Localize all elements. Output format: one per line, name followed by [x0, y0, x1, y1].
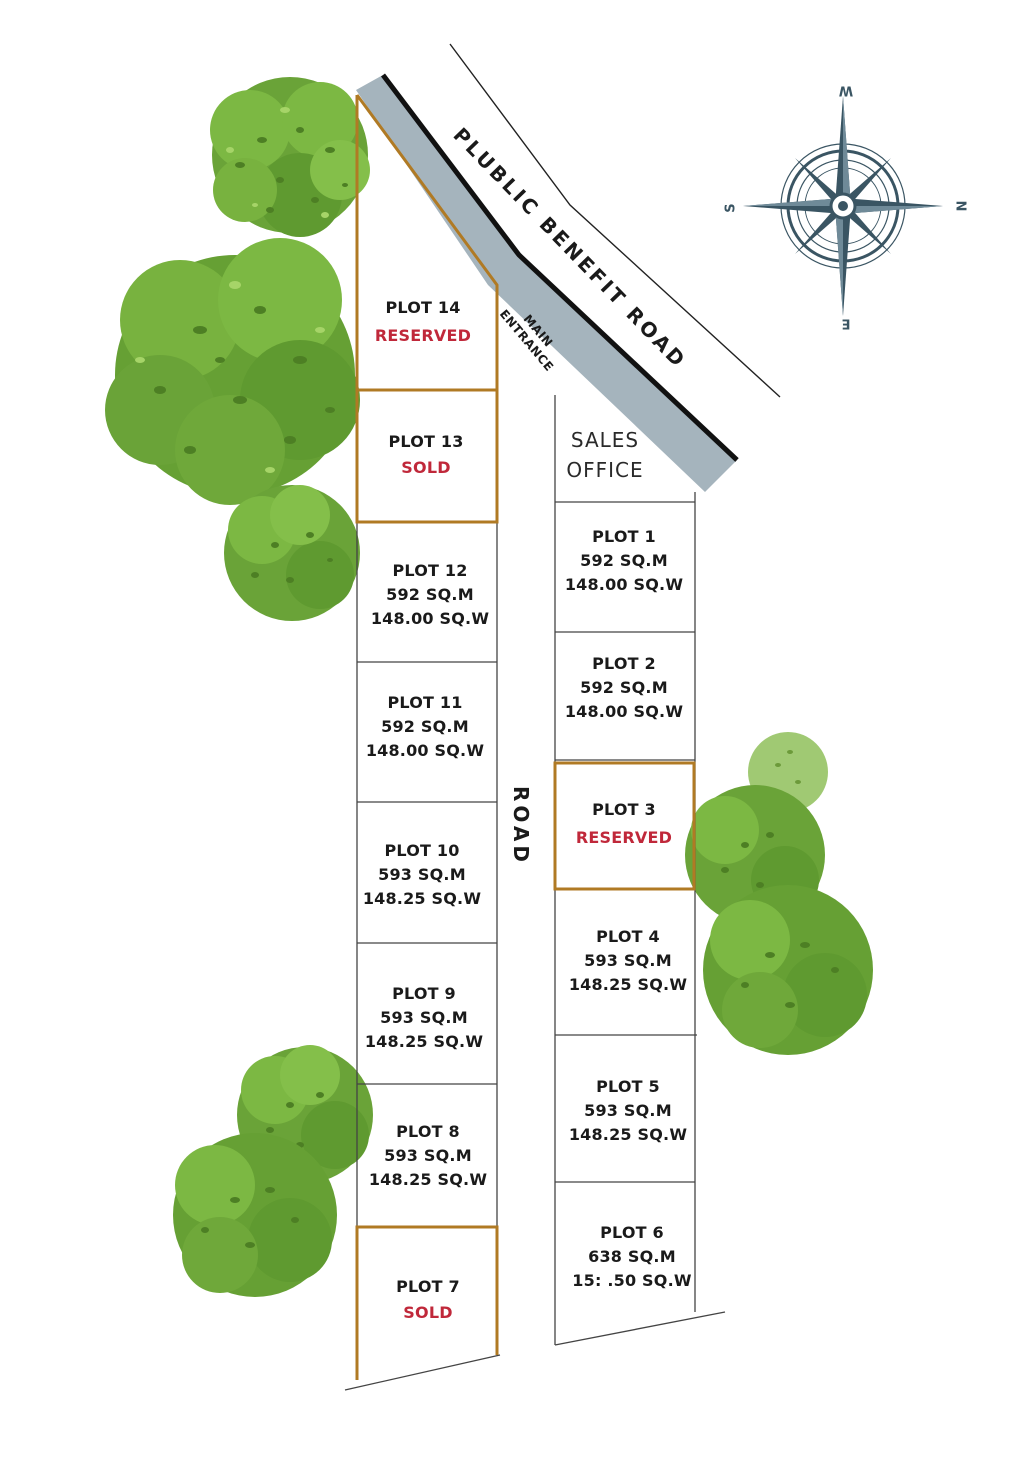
plot-2-name: PLOT 2 — [592, 654, 656, 673]
plot-11[interactable]: PLOT 11 592 SQ.M 148.00 SQ.W — [366, 691, 484, 763]
plot-10-sqw: 148.25 SQ.W — [362, 889, 482, 908]
plot-4-name: PLOT 4 — [596, 927, 660, 946]
plot-12-sqw: 148.00 SQ.W — [370, 609, 490, 628]
plot-9-name: PLOT 9 — [392, 984, 456, 1003]
sales-office[interactable]: SALES OFFICE — [566, 425, 643, 485]
plot-13-name: PLOT 13 — [388, 432, 464, 451]
plot-5-sqw: 148.25 SQ.W — [568, 1125, 688, 1144]
plot-11-sqw: 148.00 SQ.W — [365, 741, 485, 760]
main-road-label: ROAD — [509, 786, 533, 866]
plot-4-sqw: 148.25 SQ.W — [568, 975, 688, 994]
plot-10-sqm: 593 SQ.M — [378, 865, 466, 884]
plot-1-sqm: 592 SQ.M — [580, 551, 668, 570]
plot-6-name: PLOT 6 — [600, 1223, 664, 1242]
tree-mid-left-small — [224, 485, 360, 621]
plot-3-status: RESERVED — [575, 828, 673, 847]
plot-10-name: PLOT 10 — [384, 841, 460, 860]
tree-right-lower — [703, 885, 873, 1055]
plot-1[interactable]: PLOT 1 592 SQ.M 148.00 SQ.W — [565, 525, 683, 597]
plot-1-sqw: 148.00 SQ.W — [564, 575, 684, 594]
compass-east: E — [841, 315, 851, 331]
plot-9-sqm: 593 SQ.M — [380, 1008, 468, 1027]
plot-8[interactable]: PLOT 8 593 SQ.M 148.25 SQ.W — [369, 1120, 487, 1192]
sales-office-line-1: SALES — [570, 428, 640, 452]
plot-7-status: SOLD — [403, 1303, 453, 1322]
plot-8-name: PLOT 8 — [396, 1122, 460, 1141]
tree-mid-left-large — [105, 238, 360, 505]
compass-west: W — [838, 82, 854, 98]
plot-1-name: PLOT 1 — [592, 527, 656, 546]
compass-rose — [743, 96, 943, 316]
compass-north: N — [952, 200, 968, 212]
plot-5-name: PLOT 5 — [596, 1077, 660, 1096]
plot-8-sqm: 593 SQ.M — [384, 1146, 472, 1165]
plot-6-sqm: 638 SQ.M — [588, 1247, 676, 1266]
plot-9[interactable]: PLOT 9 593 SQ.M 148.25 SQ.W — [365, 982, 483, 1054]
plot-12-name: PLOT 12 — [392, 561, 468, 580]
highlighted-plot-borders — [355, 94, 696, 1380]
tree-top-left — [210, 77, 370, 237]
plot-3[interactable]: PLOT 3 RESERVED — [576, 798, 672, 850]
plot-11-sqm: 592 SQ.M — [381, 717, 469, 736]
plot-2[interactable]: PLOT 2 592 SQ.M 148.00 SQ.W — [565, 652, 683, 724]
plot-6[interactable]: PLOT 6 638 SQ.M 15: .50 SQ.W — [572, 1221, 691, 1293]
plot-2-sqw: 148.00 SQ.W — [564, 702, 684, 721]
plot-4[interactable]: PLOT 4 593 SQ.M 148.25 SQ.W — [569, 925, 687, 997]
plot-14[interactable]: PLOT 14 RESERVED — [375, 296, 471, 348]
tree-bottom-left-lower — [173, 1133, 337, 1297]
plot-12[interactable]: PLOT 12 592 SQ.M 148.00 SQ.W — [371, 559, 489, 631]
plot-11-name: PLOT 11 — [387, 693, 463, 712]
plot-6-sqw: 15: .50 SQ.W — [572, 1271, 692, 1290]
plot-12-sqm: 592 SQ.M — [386, 585, 474, 604]
public-benefit-road — [356, 43, 781, 492]
plot-2-sqm: 592 SQ.M — [580, 678, 668, 697]
plot-7[interactable]: PLOT 7 SOLD — [396, 1275, 460, 1325]
plot-10[interactable]: PLOT 10 593 SQ.M 148.25 SQ.W — [363, 839, 481, 911]
plot-13[interactable]: PLOT 13 SOLD — [388, 430, 463, 480]
plot-13-status: SOLD — [401, 458, 451, 477]
sales-office-line-2: OFFICE — [566, 458, 644, 482]
compass-south: S — [723, 203, 739, 213]
plot-4-sqm: 593 SQ.M — [584, 951, 672, 970]
plot-8-sqw: 148.25 SQ.W — [368, 1170, 488, 1189]
plot-14-status: RESERVED — [374, 326, 472, 345]
plot-7-name: PLOT 7 — [396, 1277, 460, 1296]
plot-9-sqw: 148.25 SQ.W — [364, 1032, 484, 1051]
plot-3-name: PLOT 3 — [592, 800, 656, 819]
plot-14-name: PLOT 14 — [385, 298, 461, 317]
plot-5-sqm: 593 SQ.M — [584, 1101, 672, 1120]
plot-5[interactable]: PLOT 5 593 SQ.M 148.25 SQ.W — [569, 1075, 687, 1147]
